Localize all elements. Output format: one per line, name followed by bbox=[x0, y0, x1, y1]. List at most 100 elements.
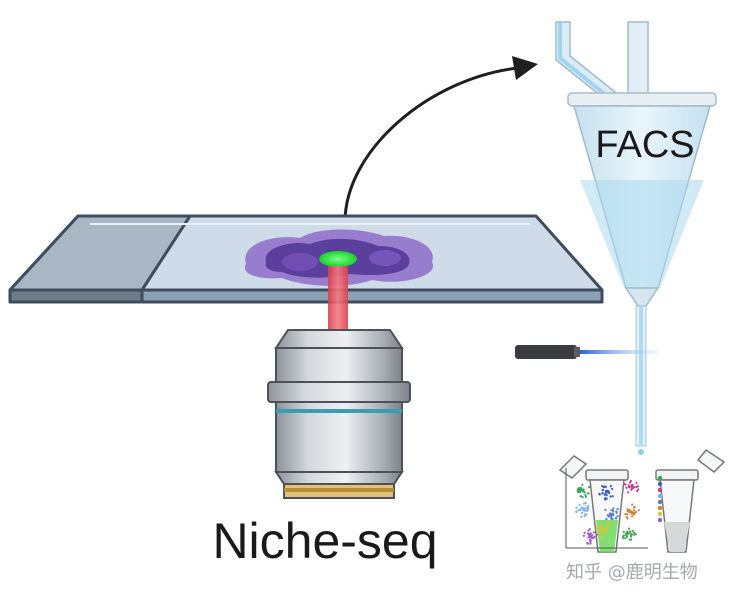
scatter-dot bbox=[601, 492, 604, 495]
scatter-dot bbox=[605, 497, 608, 500]
scatter-dot bbox=[633, 512, 636, 515]
scatter-dot bbox=[616, 508, 619, 511]
scatter-dot bbox=[623, 483, 627, 486]
scatter-dot bbox=[584, 495, 587, 498]
tsne-plot-icon bbox=[565, 468, 663, 549]
scatter-dot bbox=[580, 489, 583, 492]
scatter-dot bbox=[589, 536, 592, 539]
scatter-dot bbox=[583, 531, 586, 535]
scatter-dot bbox=[633, 486, 636, 489]
scatter-dot bbox=[603, 493, 606, 496]
facs-sorter-icon bbox=[555, 21, 717, 455]
scatter-dot bbox=[615, 511, 618, 514]
scatter-dot bbox=[631, 485, 634, 488]
scatter-dot bbox=[607, 522, 610, 525]
scatter-dot bbox=[626, 510, 629, 513]
scatter-dot bbox=[584, 501, 587, 504]
scatter-dot bbox=[622, 537, 625, 540]
scatter-dot bbox=[587, 536, 590, 539]
sample-tube-icon bbox=[558, 448, 726, 553]
scatter-dot bbox=[579, 491, 582, 494]
scatter-dot bbox=[588, 486, 591, 489]
facs-label: FACS bbox=[595, 124, 694, 166]
legend-swatch bbox=[657, 487, 663, 493]
scatter-dot bbox=[612, 513, 615, 517]
scatter-dot bbox=[603, 526, 606, 530]
legend-swatch bbox=[657, 481, 663, 487]
scatter-dot bbox=[591, 534, 594, 537]
scatter-dot bbox=[631, 515, 634, 518]
scatter-dot bbox=[595, 527, 598, 530]
scatter-dot bbox=[614, 517, 617, 520]
scatter-dot bbox=[586, 507, 590, 511]
scatter-dot bbox=[605, 494, 608, 497]
microscope-objective-icon bbox=[267, 329, 411, 499]
scatter-dot bbox=[611, 487, 614, 490]
scatter-dot bbox=[629, 479, 633, 483]
scatter-dot bbox=[606, 514, 609, 517]
scatter-dot bbox=[579, 508, 582, 512]
scatter-dot bbox=[637, 488, 640, 491]
scatter-dot bbox=[609, 484, 613, 488]
legend-swatch bbox=[657, 517, 663, 523]
legend-swatch bbox=[657, 475, 663, 481]
scatter-dot bbox=[578, 487, 581, 490]
scatter-dot bbox=[582, 534, 586, 537]
scatter-dot bbox=[609, 495, 612, 498]
scatter-dot bbox=[634, 533, 637, 536]
scatter-dot bbox=[626, 517, 629, 520]
excitation-beam bbox=[328, 266, 348, 330]
labeled-niche-cells bbox=[319, 251, 357, 267]
scatter-dot bbox=[612, 507, 615, 510]
scatter-dot bbox=[599, 533, 602, 536]
scatter-dot bbox=[580, 507, 583, 510]
scatter-dot bbox=[627, 527, 631, 530]
scatter-dot bbox=[580, 515, 583, 518]
scatter-dot bbox=[603, 485, 606, 488]
scatter-dot bbox=[582, 490, 585, 493]
scatter-dot bbox=[583, 514, 586, 518]
scatter-dot bbox=[588, 538, 592, 541]
scatter-dot bbox=[610, 517, 613, 520]
scatter-dot bbox=[625, 535, 629, 539]
scatter-dot bbox=[628, 481, 632, 484]
scatter-dot bbox=[585, 509, 589, 512]
scatter-dot bbox=[629, 534, 633, 538]
scatter-dot bbox=[605, 530, 608, 534]
scatter-dot bbox=[616, 515, 619, 518]
scatter-dot bbox=[575, 506, 578, 509]
scatter-dot bbox=[578, 503, 581, 507]
scatter-dot bbox=[631, 503, 634, 506]
scatter-dot bbox=[595, 533, 599, 536]
scatter-dot bbox=[592, 531, 596, 534]
scatter-dot bbox=[582, 502, 586, 505]
scatter-dot bbox=[581, 511, 584, 514]
scatter-dot bbox=[625, 486, 628, 489]
scatter-dot bbox=[608, 512, 611, 515]
tissue-section bbox=[244, 229, 434, 286]
scatter-dot bbox=[600, 526, 603, 529]
scatter-dot bbox=[588, 528, 591, 531]
scatter-dot bbox=[604, 498, 607, 501]
scatter-dot bbox=[630, 512, 634, 516]
method-label: Niche-seq bbox=[212, 513, 437, 569]
scatter-dot bbox=[598, 529, 602, 533]
scatter-dot bbox=[609, 515, 612, 518]
scatter-dot bbox=[637, 509, 640, 512]
watermark-label: 知乎 @鹿明生物 bbox=[566, 562, 698, 583]
scatter-dot bbox=[621, 535, 625, 538]
scatter-dot bbox=[626, 513, 629, 516]
scatter-dot bbox=[596, 525, 599, 529]
scatter-dot bbox=[628, 532, 631, 535]
scatter-dot bbox=[587, 492, 590, 495]
scatter-dot bbox=[630, 538, 633, 541]
scatter-dot bbox=[627, 491, 630, 494]
scatter-dot bbox=[622, 530, 625, 534]
scatter-dot bbox=[601, 485, 604, 488]
scatter-dot bbox=[607, 525, 610, 528]
scatter-dot bbox=[633, 509, 636, 512]
scatter-dot bbox=[582, 488, 585, 491]
scatter-dot bbox=[577, 509, 580, 512]
scatter-dot bbox=[586, 506, 589, 509]
